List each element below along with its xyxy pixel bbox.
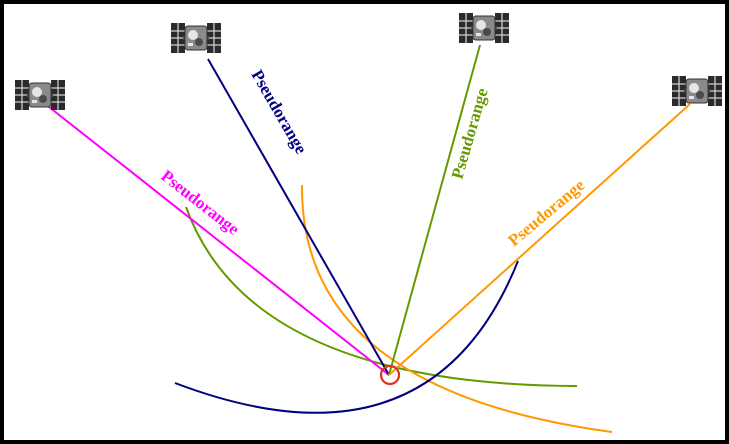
- receiver-position-circle: [379, 364, 401, 386]
- satellite-icon: [458, 12, 510, 44]
- green-range-arc: [185, 206, 578, 387]
- navy-range-arc: [174, 260, 519, 414]
- navy-pseudorange-line: [207, 58, 390, 376]
- magenta-pseudorange-line: [43, 102, 390, 376]
- orange-range-arc-1: [300, 184, 613, 433]
- orange-pseudorange-line: [388, 103, 691, 376]
- satellite-icon: [671, 75, 723, 107]
- green-pseudorange-line: [388, 44, 481, 376]
- satellite-icon: [14, 79, 66, 111]
- satellite-icon: [170, 22, 222, 54]
